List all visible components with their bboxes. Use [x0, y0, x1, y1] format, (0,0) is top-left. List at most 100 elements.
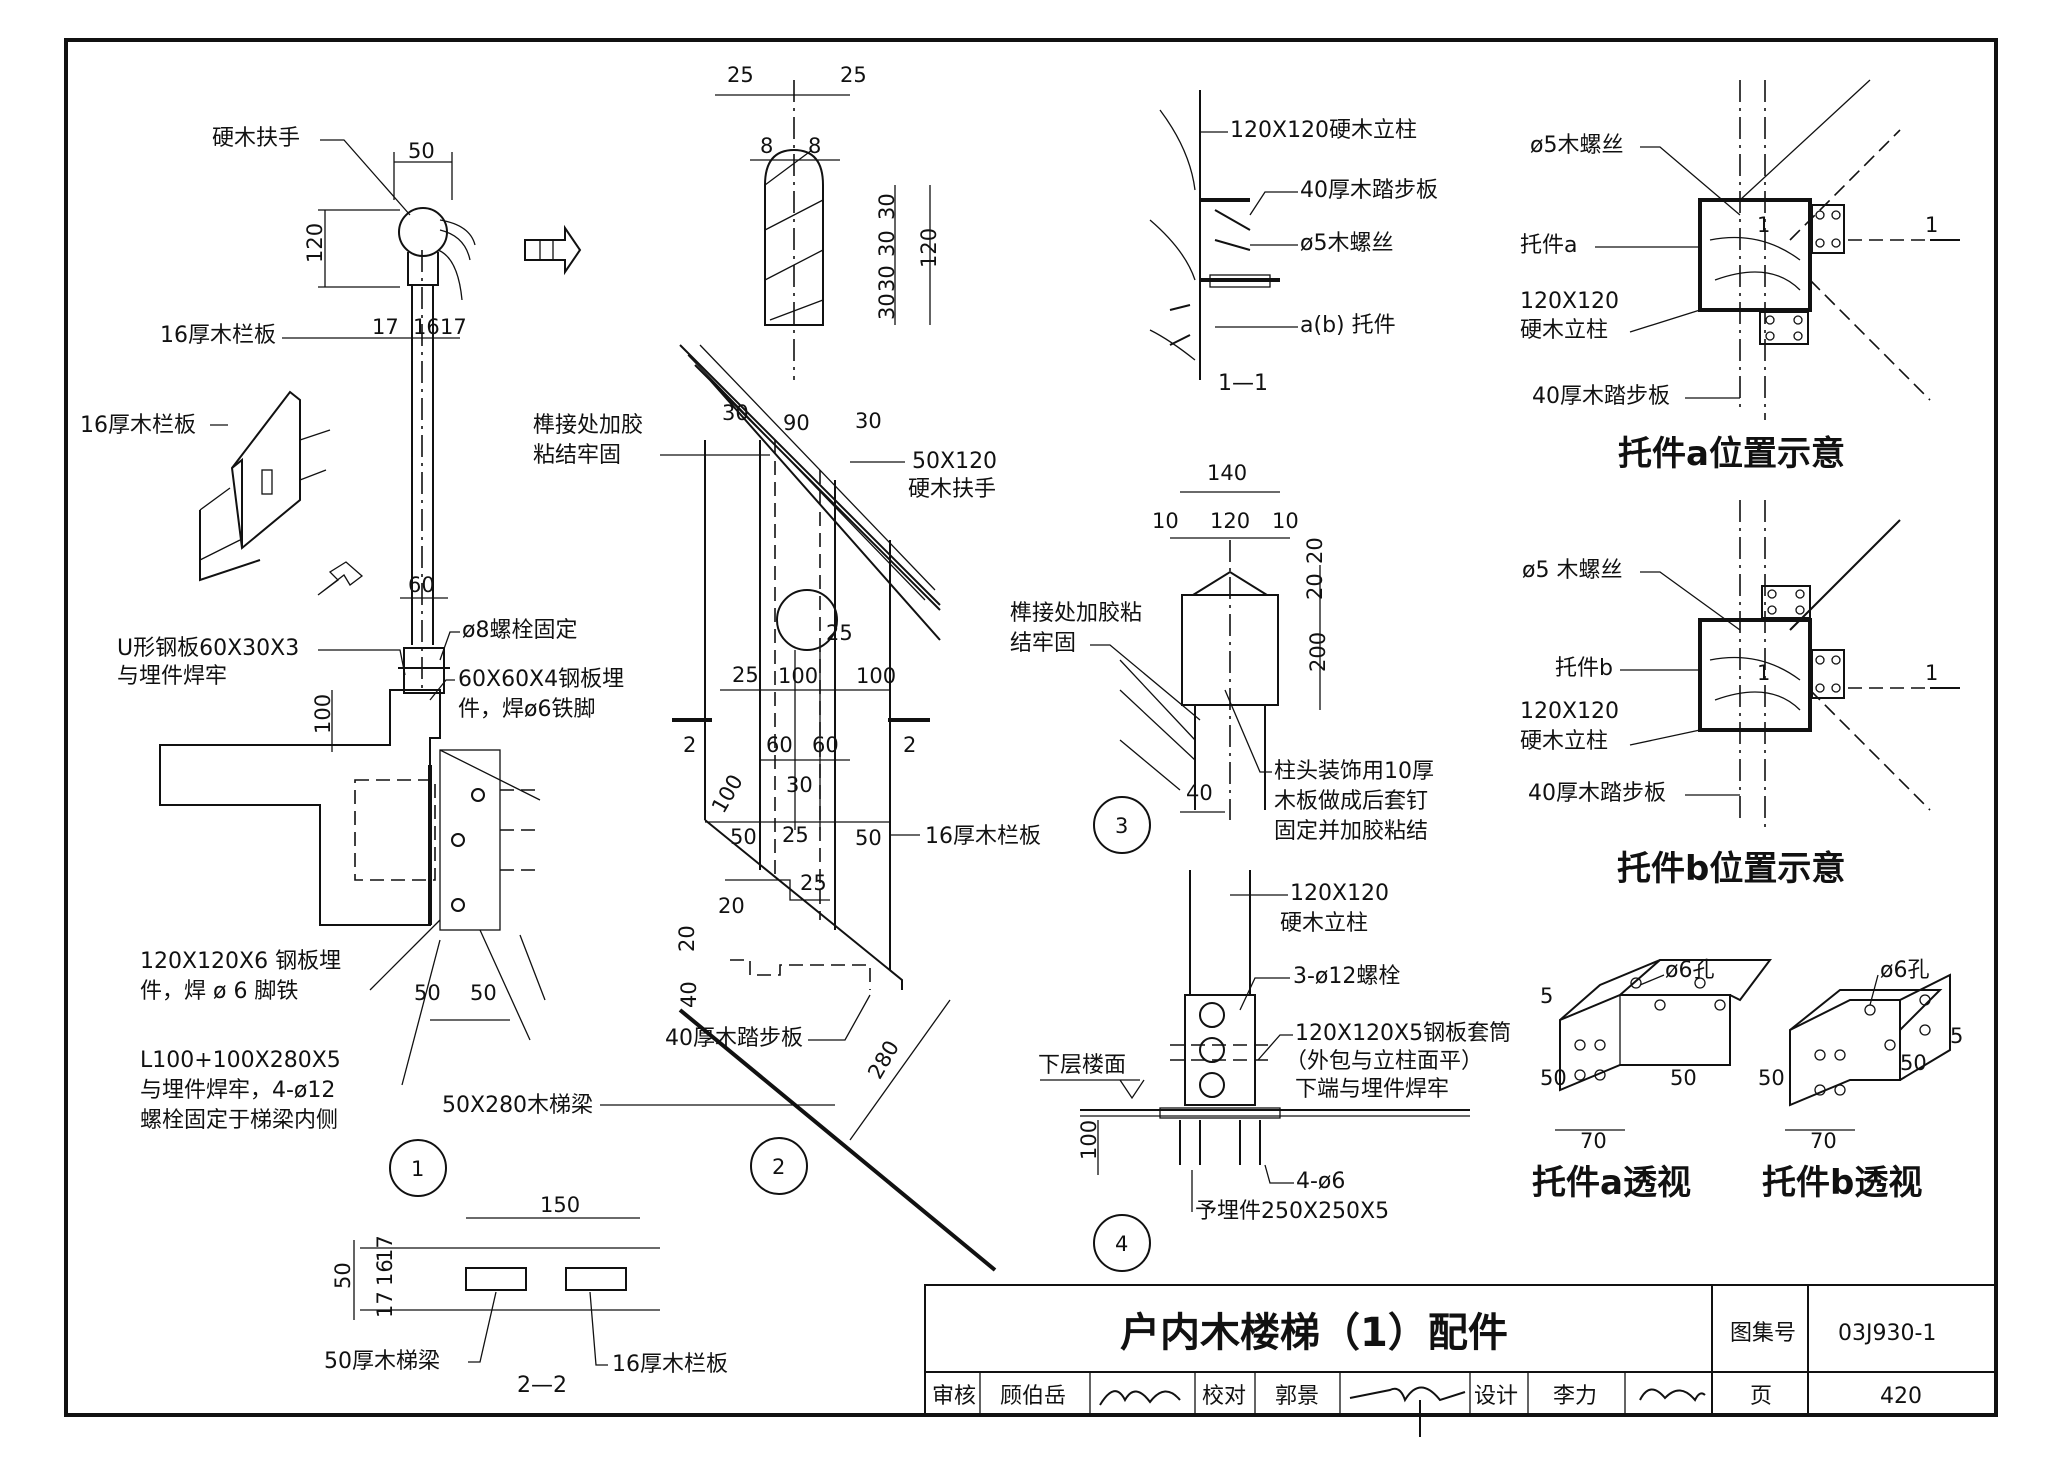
- titleblock-atlas-label: 图集号: [1730, 1321, 1796, 1346]
- d1-dim-50a: 50: [414, 981, 441, 1005]
- d1-dim-17a: 17: [372, 315, 399, 339]
- s22-dim-16: 16: [373, 1259, 397, 1286]
- d2-dim-40: 40: [677, 981, 701, 1008]
- d4-label-sleeve-1: 120X120X5钢板套筒: [1295, 1021, 1511, 1046]
- s22-title: 2—2: [517, 1373, 567, 1398]
- d1-label-bolt: ø8螺栓固定: [462, 618, 577, 643]
- d2-dim-30-top-b: 30: [855, 409, 882, 433]
- s11-label-bracket: a(b) 托件: [1300, 313, 1396, 338]
- d3-dim-40: 40: [1186, 781, 1213, 805]
- isoa-dim-50l: 50: [1540, 1066, 1567, 1090]
- d2-dim-120: 120: [917, 228, 941, 268]
- d3-dim-200: 200: [1306, 632, 1330, 672]
- d2-dim-50a: 50: [730, 825, 757, 849]
- detail-2: 25 25 8 8 30 30 30 30 120 榫接处加胶 粘结牢固 30 …: [524, 63, 1041, 1272]
- d2-dim-25r: 25: [840, 63, 867, 87]
- d3-label-cap-1: 柱头装饰用10厚: [1274, 759, 1434, 784]
- pb-label-bracket: 托件b: [1555, 656, 1613, 681]
- d2-label-tread: 40厚木踏步板: [665, 1026, 803, 1051]
- d1-label-plate120-1: 120X120X6 钢板埋: [140, 949, 341, 974]
- d3-dim-10b: 10: [1272, 509, 1299, 533]
- detail-3: 140 10 120 10 20 20 200 榫接处加胶粘 结牢固 柱头装饰用…: [1010, 461, 1434, 854]
- d1-label-angle-2: 与埋件焊牢，4-ø12: [140, 1078, 335, 1103]
- titleblock-designer-signature: [1639, 1388, 1706, 1402]
- isob-dim-50r: 50: [1900, 1051, 1927, 1075]
- d1-dim-17b: 17: [440, 315, 467, 339]
- d3-number: 3: [1115, 814, 1128, 838]
- d2-dim-20b: 20: [675, 925, 699, 952]
- d4-dim-100: 100: [1077, 1120, 1101, 1160]
- isob-label-hole: ø6孔: [1880, 958, 1929, 983]
- isob-dim-50l: 50: [1758, 1066, 1785, 1090]
- sheet-border: [64, 38, 1998, 1417]
- d1-label-plate120-2: 件，焊 ø 6 脚铁: [140, 979, 298, 1004]
- d3-dim-120: 120: [1210, 509, 1250, 533]
- d1-dim-100: 100: [311, 694, 335, 734]
- d2-dim-30-top-a: 30: [722, 401, 749, 425]
- d1-dim-50b: 50: [470, 981, 497, 1005]
- d4-label-post-1: 120X120: [1290, 881, 1389, 906]
- d2-dim-25a: 25: [732, 663, 759, 687]
- d1-label-uplate-1: U形钢板60X30X3: [117, 636, 299, 661]
- pa-label-tread: 40厚木踏步板: [1532, 384, 1670, 409]
- d2-dim-25d: 25: [800, 871, 827, 895]
- d2-label-glue-1: 榫接处加胶: [533, 413, 643, 438]
- d3-dim-140: 140: [1207, 461, 1247, 485]
- s11-label-post: 120X120硬木立柱: [1230, 118, 1417, 143]
- section-1-1: 120X120硬木立柱 40厚木踏步板 ø5木螺丝 a(b) 托件 1—1: [1149, 90, 1438, 396]
- d4-number: 4: [1115, 1232, 1128, 1256]
- d4-label-sleeve-3: 下端与埋件焊牢: [1295, 1077, 1449, 1102]
- isob-dim-5: 5: [1950, 1024, 1963, 1048]
- d3-label-glue-1: 榫接处加胶粘: [1010, 601, 1142, 626]
- titleblock-page-label: 页: [1750, 1384, 1772, 1409]
- d2-label-handrail-2: 硬木扶手: [908, 477, 996, 502]
- titleblock-reviewer-signature: [1099, 1390, 1181, 1406]
- isoa-dim-70: 70: [1580, 1129, 1607, 1153]
- pa-label-screw: ø5木螺丝: [1530, 133, 1623, 158]
- titleblock-reviewer: 顾伯岳: [1000, 1384, 1066, 1409]
- detail-4: 120X120 硬木立柱 3-ø12螺栓 120X120X5钢板套筒 （外包与立…: [1038, 870, 1511, 1272]
- d1-label-uplate-2: 与埋件焊牢: [117, 664, 227, 689]
- d1-label-baluster: 16厚木栏板: [160, 323, 276, 348]
- d1-dim-16: 16: [413, 315, 440, 339]
- d1-label-angle-1: L100+100X280X5: [140, 1048, 341, 1073]
- d2-dim-8a: 8: [760, 134, 773, 158]
- d1-label-handrail: 硬木扶手: [212, 126, 300, 151]
- pa-section-1a: 1: [1757, 213, 1770, 237]
- d3-dim-10a: 10: [1152, 509, 1179, 533]
- d2-dim-25c: 25: [782, 823, 809, 847]
- d2-dim-25l: 25: [727, 63, 754, 87]
- d2-dim-100c: 100: [707, 770, 748, 817]
- titleblock-checker: 郭景: [1275, 1384, 1319, 1409]
- d2-label-panel: 16厚木栏板: [925, 824, 1041, 849]
- s22-dim-50: 50: [331, 1262, 355, 1289]
- s11-title: 1—1: [1218, 371, 1268, 396]
- pb-label-screw: ø5 木螺丝: [1522, 558, 1622, 583]
- titleblock-atlas-no: 03J930-1: [1838, 1321, 1936, 1346]
- s22-label-beam: 50厚木梯梁: [324, 1349, 440, 1374]
- d2-dim-30: 30: [786, 773, 813, 797]
- d2-dim-100b: 100: [856, 664, 896, 688]
- pb-section-1a: 1: [1757, 661, 1770, 685]
- d1-label-beam: 50X280木梯梁: [442, 1093, 593, 1118]
- d2-section-2a: 2: [683, 733, 696, 757]
- pa-section-1b: 1: [1925, 213, 1938, 237]
- d4-label-post-2: 硬木立柱: [1280, 911, 1368, 936]
- pb-label-post-1: 120X120: [1520, 699, 1619, 724]
- d4-label-bolts: 3-ø12螺栓: [1293, 964, 1400, 989]
- d1-label-baluster-iso: 16厚木栏板: [80, 413, 196, 438]
- detail-1: 50 120 硬木扶手 16厚木栏板 17 16 17 16厚木栏板 60 ø8…: [80, 126, 835, 1197]
- position-a: 1 1 ø5木螺丝 托件a 120X120 硬木立柱 40厚木踏步板 托件a位置…: [1520, 79, 1960, 474]
- iso-bracket-a: ø6孔 5 50 50 70 托件a透视: [1532, 958, 1772, 1203]
- s22-dim-17b: 17: [373, 1291, 397, 1318]
- d2-dim-90: 90: [783, 411, 810, 435]
- pa-label-post-2: 硬木立柱: [1520, 318, 1608, 343]
- pa-label-post-1: 120X120: [1520, 289, 1619, 314]
- d2-dim-30c: 30: [875, 265, 899, 292]
- s11-label-screw: ø5木螺丝: [1300, 231, 1393, 256]
- d2-section-2b: 2: [903, 733, 916, 757]
- pb-label-post-2: 硬木立柱: [1520, 729, 1608, 754]
- pb-label-tread: 40厚木踏步板: [1528, 781, 1666, 806]
- isoa-dim-5: 5: [1540, 984, 1553, 1008]
- d2-number: 2: [772, 1155, 785, 1179]
